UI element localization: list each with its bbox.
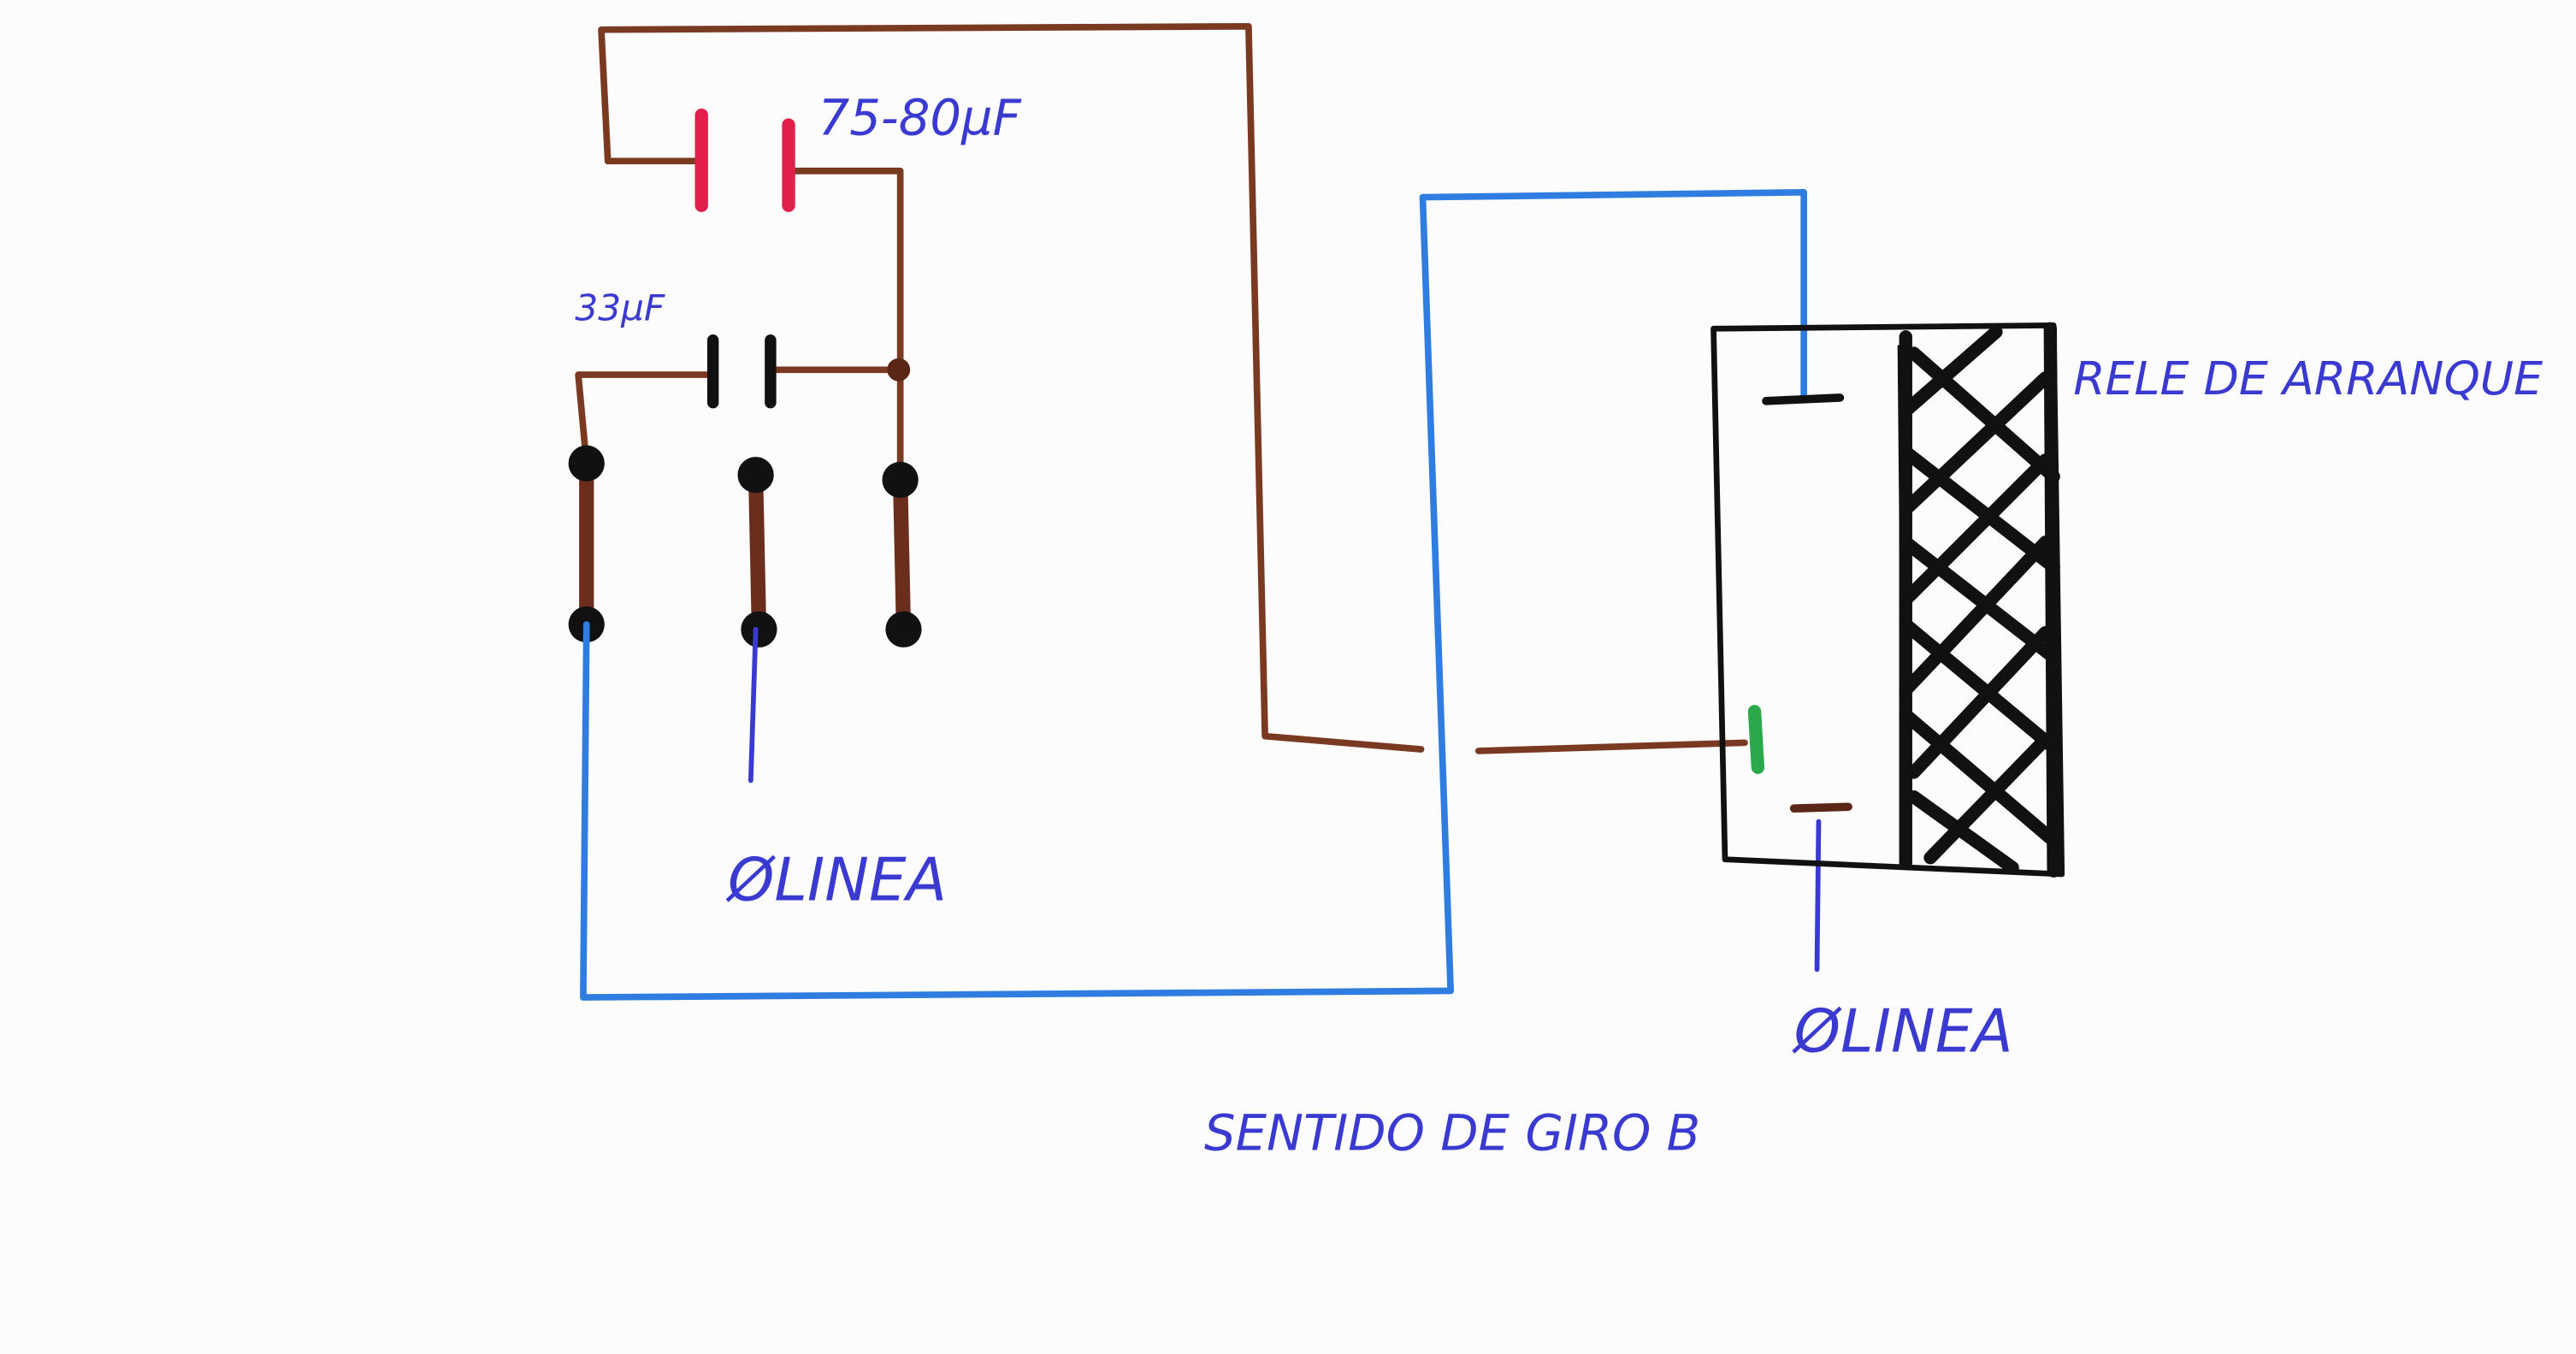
- junction-dot: [887, 358, 911, 381]
- label-capacitor-small: 33µF: [575, 287, 665, 329]
- blue-wires: [580, 188, 1808, 1001]
- capacitor-33uf: [706, 334, 777, 409]
- blue-loop: [580, 188, 1808, 1001]
- label-relay: RELE DE ARRANQUE: [2073, 352, 2543, 405]
- terminal-dot: [741, 611, 777, 647]
- label-caption: SENTIDO DE GIRO B: [1204, 1105, 1700, 1162]
- label-capacitor-large: 75-80µF: [818, 90, 1022, 147]
- terminal-dot: [882, 461, 919, 499]
- label-line-left: ØLINEA: [725, 847, 947, 915]
- relay-contact-top: [1762, 393, 1845, 405]
- relay-contact-green: [1747, 705, 1765, 774]
- terminal-dot: [737, 457, 774, 494]
- wire-black-cap-left: [575, 371, 717, 467]
- start-relay: [1710, 322, 2065, 878]
- wire-red-cap-right: [785, 168, 904, 374]
- label-line-right: ØLINEA: [1792, 997, 2013, 1066]
- outer-brown-loop: [598, 22, 1425, 753]
- line-lead-left: [747, 626, 759, 783]
- terminals: [568, 358, 922, 647]
- wire-black-cap-right: [765, 366, 904, 483]
- line-lead-right: [1814, 819, 1822, 973]
- relay-hatch: [1899, 322, 2060, 878]
- terminal-dot: [885, 611, 922, 647]
- terminal-dot: [568, 445, 605, 482]
- wire-to-relay: [1474, 739, 1748, 754]
- relay-contact-bottom: [1789, 802, 1852, 813]
- capacitor-75-80uf: [694, 108, 795, 212]
